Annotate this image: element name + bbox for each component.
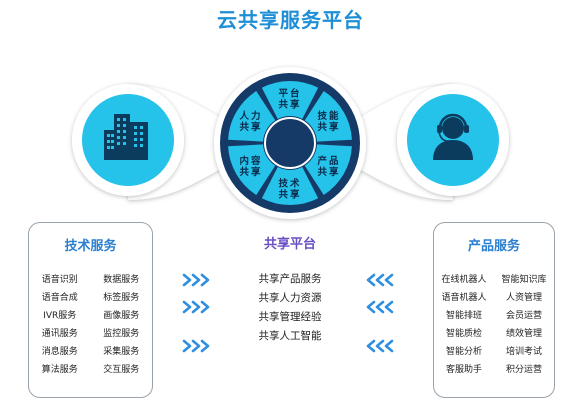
hub-segment-label: 人力 xyxy=(240,110,263,122)
product-service-item: 智能知识库 xyxy=(501,275,547,285)
chevron-left-icon xyxy=(366,300,376,314)
tech-service-item: 交互服务 xyxy=(103,365,140,375)
headset-agent-icon xyxy=(433,113,473,160)
hub-segment-label: 共享 xyxy=(278,99,301,111)
product-service-item: 语音机器人 xyxy=(441,293,487,303)
hub-segment-label: 技术 xyxy=(278,178,301,190)
chevron-right-icon xyxy=(182,300,192,314)
chevron-right-icon xyxy=(200,273,210,287)
hub-segment-label: 平台 xyxy=(278,88,301,100)
chevron-left-icon xyxy=(375,300,385,314)
chevron-right-icon xyxy=(182,339,192,353)
hub-segment-label: 共享 xyxy=(240,121,263,133)
hub-segment xyxy=(261,81,319,119)
chevron-right-icon xyxy=(191,273,201,287)
hub-segment xyxy=(304,91,352,142)
building-icon xyxy=(104,114,148,160)
tech-service-item: 语音合成 xyxy=(41,293,78,303)
hub-segment-label: 共享 xyxy=(317,166,340,178)
product-service-item: 客服助手 xyxy=(445,365,482,375)
chevron-left-icon xyxy=(375,339,385,353)
chevron-left-icon xyxy=(366,339,376,353)
hub-segment-label: 共享 xyxy=(317,121,340,133)
hub-segment xyxy=(228,144,276,195)
chevron-left-icon xyxy=(384,300,394,314)
product-service-item: 积分运营 xyxy=(505,365,542,375)
chevron-left-icon xyxy=(375,273,385,287)
product-service-item: 智能质检 xyxy=(445,329,482,339)
shared-platform-title: 共享平台 xyxy=(263,237,316,252)
hub-segment-label: 产品 xyxy=(317,155,340,167)
product-service-item: 人资管理 xyxy=(505,293,542,303)
product-services-panel: 产品服务 在线机器人 智能知识库语音机器人 人资管理智能排班 会员运营智能质检 绩效管理… xyxy=(433,222,555,398)
product-service-item: 会员运营 xyxy=(505,311,542,321)
tech-services-title: 技术服务 xyxy=(64,239,117,254)
hub-segment-label: 技能 xyxy=(317,110,340,122)
product-service-item: 绩效管理 xyxy=(505,329,542,339)
hub-segment xyxy=(228,91,276,142)
chevron-right-icon xyxy=(191,300,201,314)
shared-platform-item: 共享管理经验 xyxy=(258,311,322,323)
hub-segment xyxy=(304,144,352,195)
chevron-left-icon xyxy=(384,273,394,287)
chevron-right-icon xyxy=(191,339,201,353)
tech-service-item: 通讯服务 xyxy=(41,329,78,339)
tech-service-item: 标签服务 xyxy=(103,293,140,303)
tech-services-list: 语音识别 数据服务语音合成 标签服务 IVR服务 画像服务通讯服务 监控服务消息服务 采集服… xyxy=(29,273,152,378)
hub-segment xyxy=(261,167,319,206)
hub-segment-label: 共享 xyxy=(278,189,301,201)
chevron-right-icon xyxy=(182,273,192,287)
chevron-right-icon xyxy=(200,339,210,353)
tech-services-panel: 技术服务 语音识别 数据服务语音合成 标签服务 IVR服务 画像服务通讯服务 监控服务消息… xyxy=(28,222,153,398)
shared-platform-item: 共享产品服务 xyxy=(258,273,322,285)
arrows xyxy=(182,273,394,353)
product-service-item: 智能分析 xyxy=(445,347,482,357)
shared-platform-item: 共享人工智能 xyxy=(258,330,322,342)
hub-segment-label: 内容 xyxy=(240,155,263,167)
chevron-right-icon xyxy=(200,300,210,314)
tech-service-item: 消息服务 xyxy=(41,347,78,357)
tech-service-item: 算法服务 xyxy=(41,365,78,375)
hub-segment-label: 共享 xyxy=(240,166,263,178)
page-title: 云共享服务平台 xyxy=(217,8,364,32)
tech-service-item: 采集服务 xyxy=(103,347,140,357)
product-services-list: 在线机器人 智能知识库语音机器人 人资管理智能排班 会员运营智能质检 绩效管理智能分析 培… xyxy=(434,273,554,378)
product-service-item: 在线机器人 xyxy=(441,275,487,285)
tech-service-item: IVR服务 xyxy=(43,311,77,321)
tech-service-item: 数据服务 xyxy=(103,275,140,285)
tech-service-item: 语音识别 xyxy=(41,275,78,285)
chevron-left-icon xyxy=(366,273,376,287)
hub-center xyxy=(264,117,316,169)
tech-service-item: 监控服务 xyxy=(103,329,140,339)
product-service-item: 培训考试 xyxy=(505,347,542,357)
product-services-title: 产品服务 xyxy=(467,239,520,254)
product-service-item: 智能排班 xyxy=(445,311,482,321)
shared-platform-item: 共享人力资源 xyxy=(258,292,322,304)
chevron-left-icon xyxy=(384,339,394,353)
shared-platform-list: 共享产品服务共享人力资源共享管理经验共享人工智能 xyxy=(230,270,350,346)
tech-service-item: 画像服务 xyxy=(103,311,140,321)
